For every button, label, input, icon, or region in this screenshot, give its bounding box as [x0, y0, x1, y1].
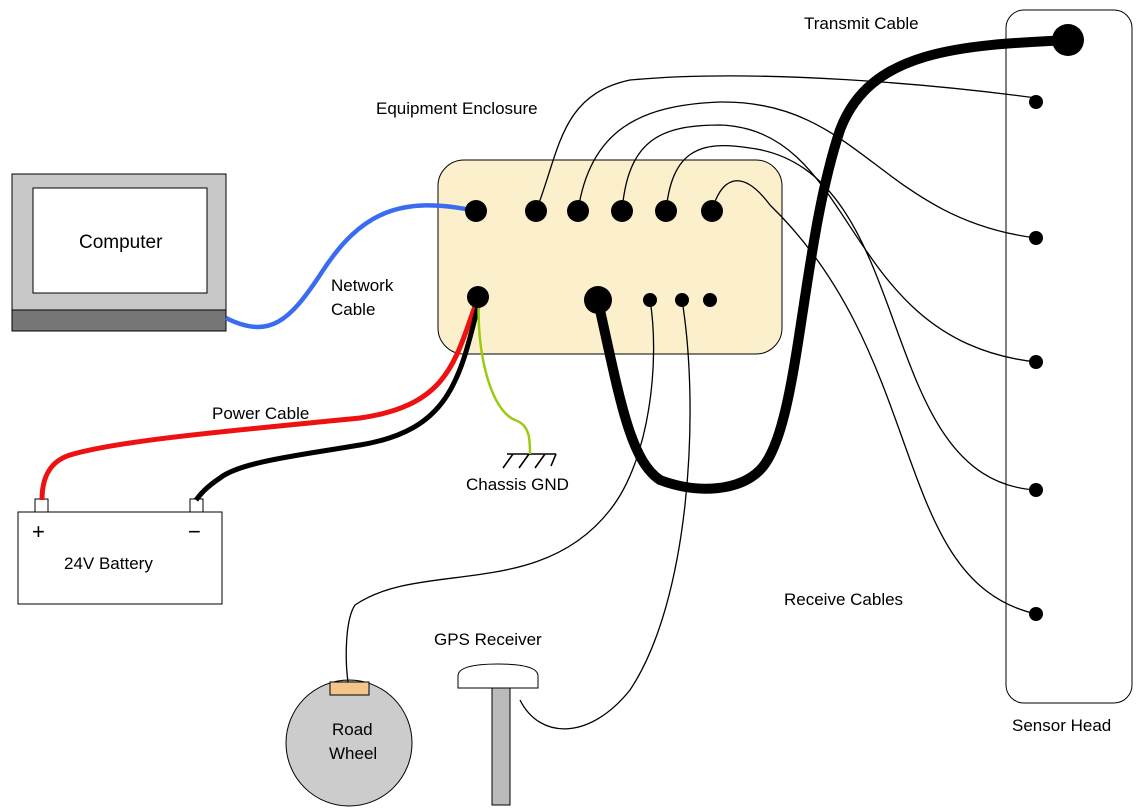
monitor-base — [11, 309, 227, 332]
gps-receiver — [457, 663, 539, 806]
sensor-head — [1005, 9, 1133, 704]
receive-connector-5 — [1029, 607, 1043, 621]
gps-receiver-label: GPS Receiver — [434, 630, 542, 649]
receive-port-5 — [701, 200, 723, 222]
road-wheel-label-line2: Wheel — [329, 744, 377, 763]
chassis-ground-symbol — [502, 453, 557, 469]
receive-cables — [345, 75, 1037, 730]
gps-antenna — [457, 663, 539, 689]
receive-port-3 — [611, 200, 633, 222]
battery — [17, 498, 223, 605]
power-cable-negative — [194, 297, 483, 502]
road-wheel-label-line1: Road — [332, 720, 373, 739]
network-cable — [224, 203, 477, 330]
receive-port-1 — [525, 200, 547, 222]
transmit-port — [584, 286, 612, 314]
battery-plus-sign: + — [32, 519, 45, 544]
road-wheel-body — [285, 679, 413, 807]
road-wheel-cable — [345, 299, 655, 683]
power-cable-label: Power Cable — [212, 404, 309, 423]
road-wheel — [285, 679, 413, 807]
transmit-cable — [593, 35, 1075, 494]
gps-port — [675, 293, 689, 307]
receive-cable-1 — [535, 75, 1037, 212]
monitor-screen — [32, 187, 208, 294]
battery-body — [17, 511, 223, 605]
receive-connector-2 — [1029, 231, 1043, 245]
receive-port-4 — [655, 200, 677, 222]
ground-wire — [477, 297, 532, 455]
battery-minus-sign: − — [188, 519, 201, 544]
receive-connector-1 — [1029, 95, 1043, 109]
equipment-enclosure-label: Equipment Enclosure — [376, 99, 538, 118]
battery-negative-terminal — [189, 498, 204, 513]
transmit-connector — [1052, 24, 1084, 56]
receive-cable-4 — [665, 145, 1037, 491]
receive-cable-2 — [577, 101, 1037, 239]
sensor-head-connectors — [1029, 24, 1084, 621]
network-cable-label-line2: Cable — [331, 300, 375, 319]
battery-label: 24V Battery — [64, 554, 153, 573]
gps-pole — [491, 686, 511, 806]
receive-connector-3 — [1029, 355, 1043, 369]
transmit-cable-label: Transmit Cable — [804, 14, 919, 33]
wheel-sensor — [329, 681, 370, 696]
computer-label: Computer — [79, 232, 163, 253]
spare-port — [703, 293, 717, 307]
receive-cable-3 — [621, 124, 1037, 363]
network-port — [465, 200, 487, 222]
computer — [11, 173, 227, 332]
sensor-head-label: Sensor Head — [1012, 716, 1111, 735]
enclosure-connectors — [465, 200, 723, 314]
road-wheel-port — [643, 293, 657, 307]
receive-cables-label: Receive Cables — [784, 590, 903, 609]
network-cable-label-line1: Network — [331, 276, 394, 295]
receive-cable-5 — [711, 180, 1037, 615]
equipment-enclosure — [437, 159, 783, 355]
receive-port-2 — [567, 200, 589, 222]
power-cable-positive — [39, 297, 481, 501]
power-port — [467, 286, 489, 308]
battery-positive-terminal — [34, 498, 49, 513]
receive-connector-4 — [1029, 483, 1043, 497]
chassis-gnd-label: Chassis GND — [466, 475, 569, 494]
gps-cable — [519, 299, 691, 730]
